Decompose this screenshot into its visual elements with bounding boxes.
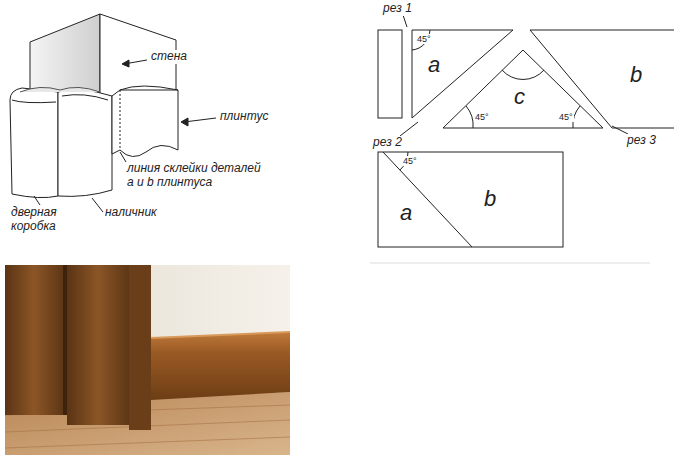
piece-label: b: [484, 186, 496, 211]
piece-label: c: [514, 84, 525, 109]
piece-label: a: [400, 200, 412, 225]
angle-label: 45°: [416, 34, 432, 44]
part-label: стена: [150, 50, 188, 64]
cut-label: рез 3: [626, 134, 657, 148]
photo: [5, 265, 290, 455]
piece-label: a: [428, 52, 440, 77]
angle-label: 45°: [474, 112, 490, 122]
cut-label: рез 1: [382, 2, 413, 16]
angle-label: 45°: [558, 112, 574, 122]
part-label: наличник: [104, 206, 158, 220]
piece-label: b: [630, 62, 642, 87]
separator-line: [370, 263, 650, 264]
part-label: дверная коробка: [10, 206, 76, 234]
part-label: плинтус: [219, 110, 269, 124]
angle-label: 45°: [402, 156, 418, 166]
cut-label: рез 2: [372, 136, 403, 150]
cut-scheme: [378, 12, 674, 247]
part-label: линия склейки деталей a и b плинтуса: [126, 162, 268, 190]
